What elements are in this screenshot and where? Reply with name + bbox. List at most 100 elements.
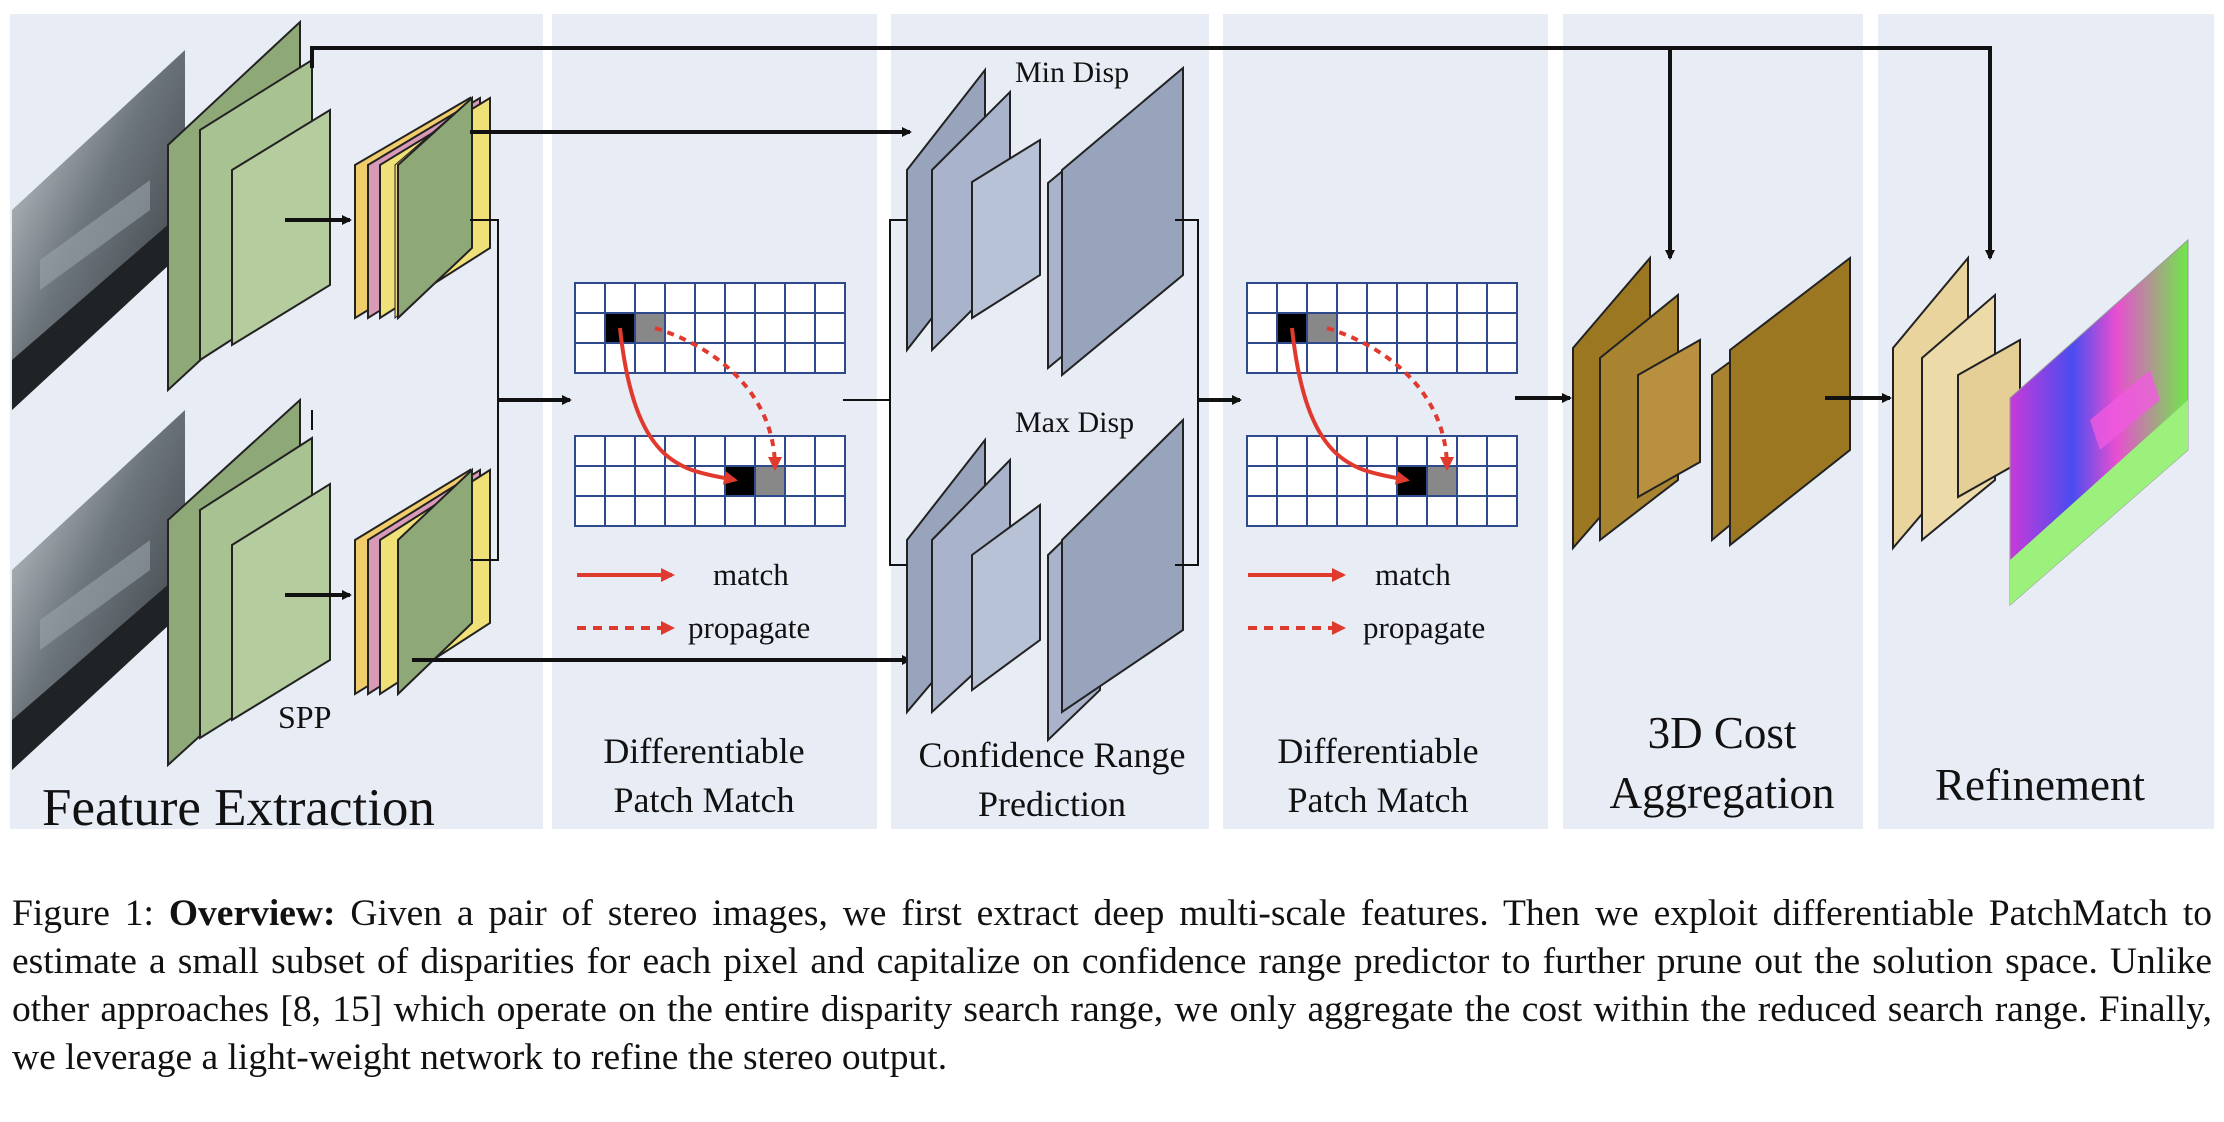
grid-cell: [1306, 282, 1338, 314]
legend-propagate-1: propagate: [688, 610, 810, 645]
grid-cell: [1336, 342, 1368, 374]
grid-cell: [604, 342, 636, 374]
title-confidence-line1: Confidence Range: [919, 735, 1186, 775]
architecture-diagram: SPP Min Disp Max Disp match propagate ma…: [10, 14, 2214, 837]
cost-aggregation-network: [1572, 255, 1851, 551]
grid-cell: [1306, 495, 1338, 527]
title-confidence-line2: Prediction: [978, 784, 1126, 824]
grid-cell: [784, 465, 816, 497]
match-arrow: [1290, 327, 1410, 485]
grid-cell: [1456, 282, 1488, 314]
grid-cell: [1456, 495, 1488, 527]
propagate-arrow: [654, 326, 782, 471]
grid-cell: [1396, 312, 1428, 344]
grid-cell: [634, 495, 666, 527]
grid-cell: [694, 495, 726, 527]
grid-cell: [784, 342, 816, 374]
grid-cell: [1276, 342, 1308, 374]
confidence-max-branch: [906, 417, 1184, 743]
grid-cell: [694, 312, 726, 344]
grid-cell: [1366, 435, 1398, 467]
grid-cell: [1306, 465, 1338, 497]
grid-cell: [1366, 342, 1398, 374]
grid-cell: [1246, 342, 1278, 374]
grid-cell: [574, 342, 606, 374]
grid-cell: [1486, 282, 1518, 314]
grid-cell: [784, 312, 816, 344]
disparity-output: [2009, 238, 2189, 607]
grid-cell: [1486, 312, 1518, 344]
caption-prefix: Figure 1:: [12, 893, 169, 934]
spp-module-top: [354, 95, 491, 321]
grid-cell: [1336, 435, 1368, 467]
caption-text: Given a pair of stereo images, we first …: [12, 893, 2212, 1078]
grid-cell: [784, 435, 816, 467]
grid-cell: [1246, 282, 1278, 314]
grid-cell: [574, 435, 606, 467]
refinement-network: [1892, 255, 2021, 551]
grid-cell: [694, 282, 726, 314]
grid-cell: [724, 282, 756, 314]
grid-cell: [754, 282, 786, 314]
grid-cell: [694, 342, 726, 374]
grid-cell: [1246, 495, 1278, 527]
grid-cell: [1336, 282, 1368, 314]
legend-2: match propagate: [1248, 557, 1485, 645]
grid-cell: [604, 465, 636, 497]
grid-cell: [1486, 495, 1518, 527]
spp-label: SPP: [278, 699, 331, 735]
min-disp-label: Min Disp: [1015, 56, 1129, 89]
legend-1: match propagate: [577, 557, 810, 645]
spp-module-bottom: [354, 467, 491, 697]
grid-cell: [1426, 342, 1458, 374]
grid-cell: [1246, 435, 1278, 467]
legend-propagate-2: propagate: [1363, 610, 1485, 645]
grid-cell: [814, 282, 846, 314]
grid-cell: [1456, 465, 1488, 497]
grid-cell: [574, 465, 606, 497]
grid-cell: [1486, 465, 1518, 497]
grid-cell: [1426, 282, 1458, 314]
grid-cell: [724, 342, 756, 374]
grid-cell: [724, 465, 756, 497]
title-patch-match-1-line1: Differentiable: [603, 731, 804, 771]
grid-cell: [1276, 495, 1308, 527]
grid-cell: [574, 282, 606, 314]
legend-match-1: match: [713, 557, 789, 592]
patch-grid-2: [1246, 282, 1518, 527]
title-refinement: Refinement: [1935, 760, 2145, 810]
grid-cell: [604, 282, 636, 314]
grid-cell: [754, 312, 786, 344]
confidence-min-branch: [906, 65, 1184, 378]
grid-cell: [754, 465, 786, 497]
grid-cell: [664, 282, 696, 314]
grid-cell: [1456, 342, 1488, 374]
grid-cell: [1336, 495, 1368, 527]
right-stereo-image: [12, 410, 185, 770]
grid-cell: [604, 495, 636, 527]
grid-cell: [1366, 495, 1398, 527]
grid-cell: [694, 435, 726, 467]
title-patch-match-2-line2: Patch Match: [1288, 780, 1469, 820]
grid-cell: [1456, 435, 1488, 467]
grid-cell: [784, 495, 816, 527]
grid-cell: [1276, 282, 1308, 314]
grid-cell: [1366, 312, 1398, 344]
grid-cell: [1426, 435, 1458, 467]
grid-cell: [1306, 342, 1338, 374]
grid-cell: [1396, 495, 1428, 527]
grid-cell: [664, 495, 696, 527]
left-stereo-image: [12, 50, 185, 410]
title-patch-match-2-line1: Differentiable: [1277, 731, 1478, 771]
match-arrow: [618, 327, 738, 485]
feature-cnn-top: [167, 19, 331, 393]
title-feature-extraction: Feature Extraction: [42, 779, 435, 837]
grid-cell: [664, 435, 696, 467]
grid-cell: [1396, 282, 1428, 314]
patch-grid-1: [574, 282, 846, 527]
title-patch-match-1-line2: Patch Match: [614, 780, 795, 820]
grid-cell: [1246, 312, 1278, 344]
grid-cell: [1426, 495, 1458, 527]
max-disp-label: Max Disp: [1015, 406, 1134, 439]
